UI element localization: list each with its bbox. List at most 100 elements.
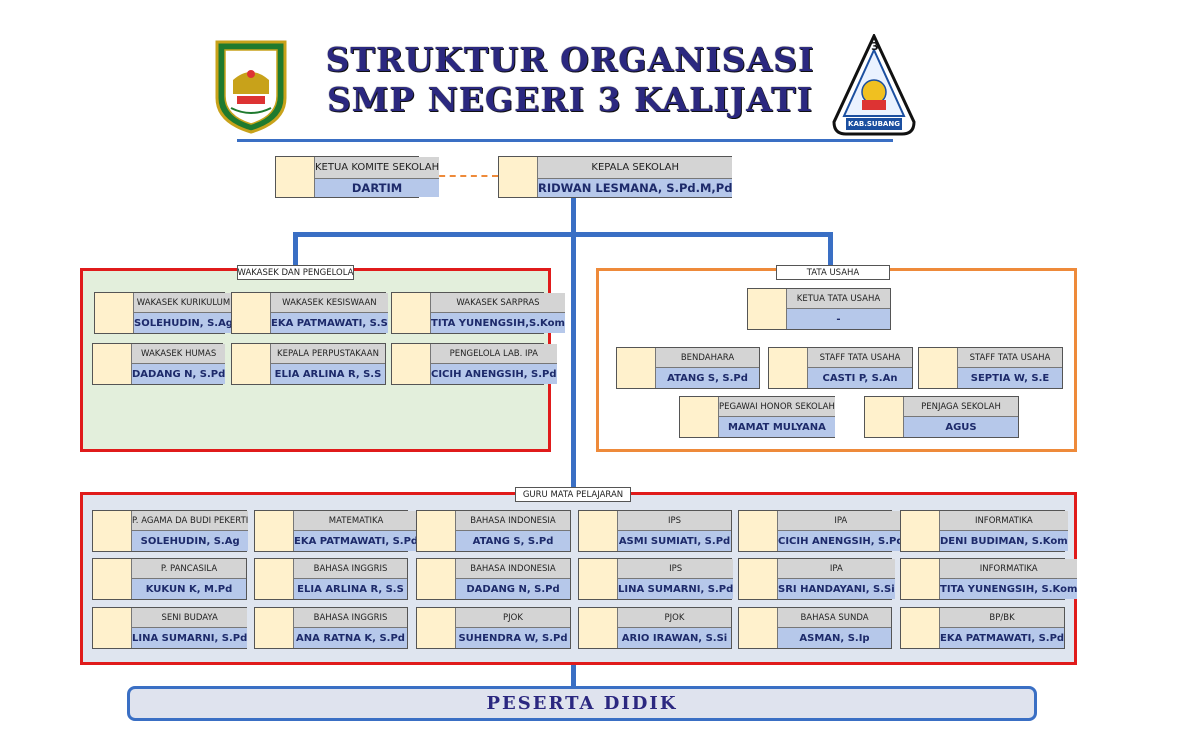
school-logo-text: KAB.SUBANG [848,120,900,128]
card-name: ARIO IRAWAN, S.Si [618,628,731,648]
card-name: KUKUN K, M.Pd [132,579,246,599]
section-label-wakasek: WAKASEK DAN PENGELOLA [237,265,354,280]
title-line-1: STRUKTUR ORGANISASI [325,40,815,79]
title-line-2: SMP NEGERI 3 KALIJATI [326,80,814,119]
photo-placeholder [865,397,904,437]
card-role: STAFF TATA USAHA [808,348,912,368]
card-role: PEGAWAI HONOR SEKOLAH [719,397,835,417]
card-name: DENI BUDIMAN, S.Kom [940,531,1068,551]
card-role: P. PANCASILA [132,559,246,579]
photo-placeholder [95,293,134,333]
komite-connector [418,175,498,177]
photo-placeholder [769,348,808,388]
card-role: IPA [778,559,895,579]
photo-placeholder [680,397,719,437]
branch-line [293,232,833,237]
card-role: SENI BUDAYA [132,608,248,628]
photo-placeholder [579,608,618,648]
branch-right-line [828,232,833,269]
photo-placeholder [417,511,456,551]
card-role: KEPALA SEKOLAH [538,157,733,179]
card-name: TITA YUNENGSIH,S.Kom [431,313,565,333]
card-name: AGUS [904,417,1018,437]
card-role: BAHASA INGGRIS [294,559,407,579]
photo-placeholder [919,348,958,388]
card-role: P. AGAMA DA BUDI PEKERTI [132,511,249,531]
card-name: SEPTIA W, S.E [958,368,1062,388]
card-name: ATANG S, S.Pd [656,368,759,388]
card-name: MAMAT MULYANA [719,417,835,437]
photo-placeholder [255,608,294,648]
card-name: SRI HANDAYANI, S.Si [778,579,895,599]
card-name: CASTI P, S.An [808,368,912,388]
photo-placeholder [417,559,456,599]
card-name: EKA PATMAWATI, S.S [271,313,388,333]
card-role: INFORMATIKA [940,511,1068,531]
photo-placeholder [739,511,778,551]
title-divider [237,139,893,142]
card-name: ATANG S, S.Pd [456,531,570,551]
card-name: LINA SUMARNI, S.Pd [132,628,248,648]
photo-placeholder [417,608,456,648]
card-name: DADANG N, S.Pd [132,364,226,384]
photo-placeholder [901,559,940,599]
card-role: BAHASA INGGRIS [294,608,407,628]
card-name: SOLEHUDIN, S.Ag [132,531,249,551]
card-name: ANA RATNA K, S.Pd [294,628,407,648]
card-role: KETUA KOMITE SEKOLAH [315,157,440,179]
photo-placeholder [255,559,294,599]
page-title: STRUKTUR ORGANISASI SMP NEGERI 3 KALIJAT… [320,40,820,120]
card-komite: KETUA KOMITE SEKOLAH DARTIM [275,156,440,198]
photo-placeholder [739,559,778,599]
card-role: PENJAGA SEKOLAH [904,397,1018,417]
section-label-tata-usaha: TATA USAHA [776,265,890,280]
card-role: WAKASEK KURIKULUM [134,293,233,313]
school-logo-number: 3 [871,40,879,53]
card-ketua-tu: KETUA TATA USAHA- [747,288,891,330]
card-role: PJOK [618,608,731,628]
photo-placeholder [901,608,940,648]
photo-placeholder [579,511,618,551]
card-name: - [787,309,890,329]
card-role: BENDAHARA [656,348,759,368]
photo-placeholder [901,511,940,551]
card-role: PJOK [456,608,570,628]
branch-left-line [293,232,298,269]
photo-placeholder [499,157,538,197]
peserta-didik-box: PESERTA DIDIK [127,686,1037,721]
card-name: ASMI SUMIATI, S.Pd [618,531,731,551]
card-name: DARTIM [315,179,440,197]
card-role: WAKASEK KESISWAAN [271,293,388,313]
card-role: MATEMATIKA [294,511,419,531]
card-name: ELIA ARLINA R, S.S [271,364,385,384]
card-name: LINA SUMARNI, S.Pd [618,579,734,599]
card-role: BP/BK [940,608,1065,628]
card-role: IPA [778,511,904,531]
card-role: IPS [618,559,734,579]
photo-placeholder [93,608,132,648]
photo-placeholder [748,289,787,329]
photo-placeholder [579,559,618,599]
photo-placeholder [232,293,271,333]
card-name: SUHENDRA W, S.Pd [456,628,570,648]
card-name: TITA YUNENGSIH, S.Kom [940,579,1078,599]
card-role: INFORMATIKA [940,559,1078,579]
section-label-guru: GURU MATA PELAJARAN [515,487,631,502]
card-role: KETUA TATA USAHA [787,289,890,309]
